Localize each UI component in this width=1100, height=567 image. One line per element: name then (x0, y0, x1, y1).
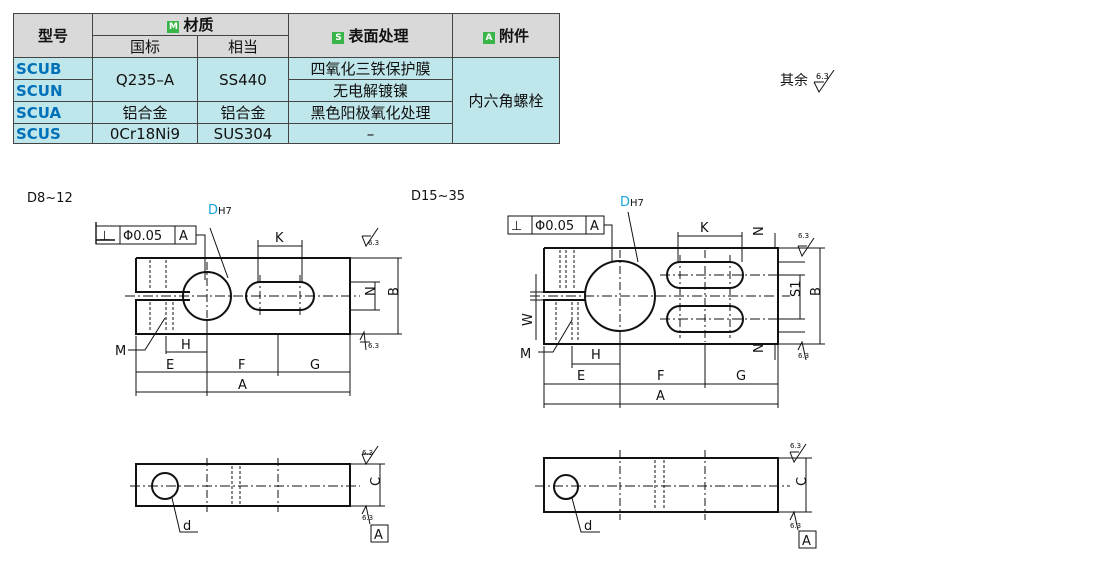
drawing-left-side-view (130, 445, 389, 543)
drawing-right-title: D15~35 (411, 189, 465, 204)
dim-label: K (275, 231, 284, 246)
surface-tag-icon: S (332, 32, 345, 44)
roughness-value: 6.3 (368, 239, 379, 247)
cell-surface: 黑色阳极氧化处理 (288, 101, 453, 124)
dim-label: F (238, 358, 245, 373)
bore-letter: D (208, 203, 218, 218)
accessory-tag-icon: A (482, 32, 495, 44)
dim-label: N (752, 343, 767, 353)
drawing-left-top-view (95, 222, 402, 396)
dim-label: E (166, 358, 174, 373)
dim-label: N (752, 226, 767, 236)
roughness-symbol-icon: 6.3 (813, 70, 835, 93)
row-code: SCUS (13, 123, 93, 144)
cell-national: 铝合金 (92, 101, 198, 124)
dim-label: B (387, 287, 402, 296)
dim-label: C (369, 477, 384, 486)
dim-label: B (809, 287, 824, 296)
row-code: SCUN (13, 79, 93, 102)
finish-note-text: 其余 (780, 73, 808, 89)
roughness-value: 6.3 (798, 232, 809, 240)
dim-label: M (520, 347, 531, 362)
tolerance-value: Φ0.05 (535, 219, 574, 234)
roughness-value: 6.3 (790, 442, 801, 450)
dim-label: A (238, 378, 247, 393)
header-equivalent: 相当 (197, 35, 289, 58)
tolerance-value: Φ0.05 (123, 229, 162, 244)
bore-fit: H7 (630, 198, 644, 209)
roughness-value: 6.3 (362, 514, 373, 522)
dim-label: S1 (789, 280, 804, 297)
cell-equivalent: SUS304 (197, 123, 289, 144)
header-national: 国标 (92, 35, 198, 58)
header-model: 型号 (13, 13, 93, 58)
cell-surface: 四氧化三铁保护膜 (288, 57, 453, 80)
roughness-value: 6.3 (798, 352, 809, 360)
dim-label: G (736, 369, 746, 384)
datum-box-label: A (374, 528, 383, 543)
row-code: SCUA (13, 101, 93, 124)
bore-fit: H7 (218, 206, 232, 217)
dim-label: G (310, 358, 320, 373)
cell-national: Q235–A (92, 57, 198, 102)
tolerance-datum: A (179, 229, 188, 244)
dim-label: K (700, 221, 709, 236)
roughness-value: 6.3 (368, 342, 379, 350)
tolerance-datum: A (590, 219, 599, 234)
cell-accessory: 内六角螺栓 (452, 57, 560, 144)
dim-label: W (521, 313, 536, 326)
header-material-label: 材质 (183, 16, 214, 34)
dim-label: H (181, 338, 191, 353)
roughness-value: 6.3 (790, 522, 801, 530)
drawing-left-title: D8~12 (27, 191, 73, 206)
dim-label: N (364, 286, 379, 296)
material-tag-icon: M (167, 21, 180, 33)
drawing-right-top-view (507, 211, 825, 408)
dim-label: H (591, 348, 601, 363)
cell-surface: – (288, 123, 453, 144)
cell-equivalent: SS440 (197, 57, 289, 102)
tolerance-symbol: ⊥ (511, 219, 522, 234)
header-surface-label: 表面处理 (348, 27, 409, 45)
roughness-value: 6.3 (362, 449, 373, 457)
dim-label: F (657, 369, 664, 384)
dim-label: E (577, 369, 585, 384)
dim-label: d (183, 519, 191, 534)
finish-roughness-value: 6.3 (816, 72, 829, 81)
datum-box-label: A (802, 534, 811, 549)
row-code: SCUB (13, 57, 93, 80)
tolerance-symbol: ⊥ (99, 229, 110, 244)
header-accessory-label: 附件 (498, 27, 529, 45)
cell-national: 0Cr18Ni9 (92, 123, 198, 144)
finish-note: 其余 6.3 (780, 70, 840, 96)
dim-label: A (656, 389, 665, 404)
drawing-right-side-view (535, 443, 817, 549)
bore-letter: D (620, 195, 630, 210)
dim-label: M (115, 344, 126, 359)
dim-label: C (795, 477, 810, 486)
dim-label: d (584, 519, 592, 534)
